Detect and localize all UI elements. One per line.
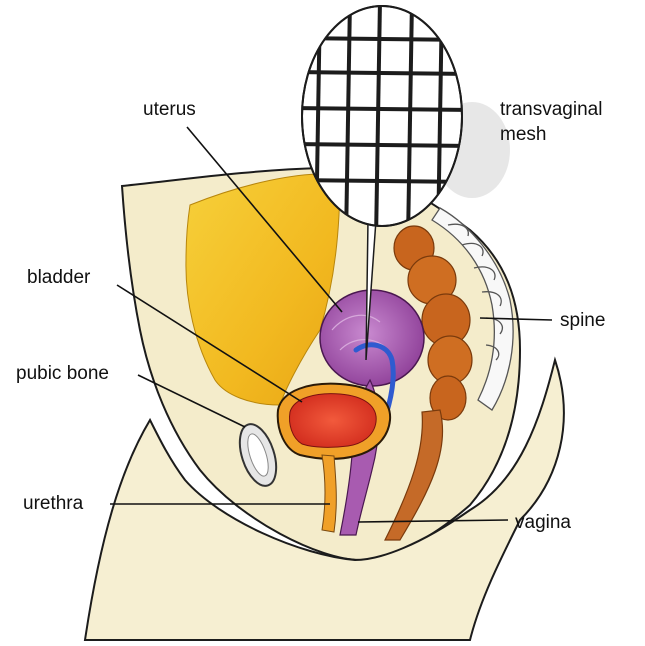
urethra-label: urethra	[23, 493, 83, 515]
transvaginal-mesh-label: transvaginal mesh	[500, 97, 602, 147]
mesh-label-line2: mesh	[500, 122, 602, 147]
bladder-shape	[290, 394, 377, 448]
pubic-bone-label: pubic bone	[16, 363, 109, 385]
uterus-label: uterus	[143, 99, 196, 121]
spine-label: spine	[560, 310, 605, 332]
bladder-label: bladder	[27, 267, 90, 289]
mesh-label-line1: transvaginal	[500, 97, 602, 122]
vagina-label: vagina	[515, 512, 571, 534]
